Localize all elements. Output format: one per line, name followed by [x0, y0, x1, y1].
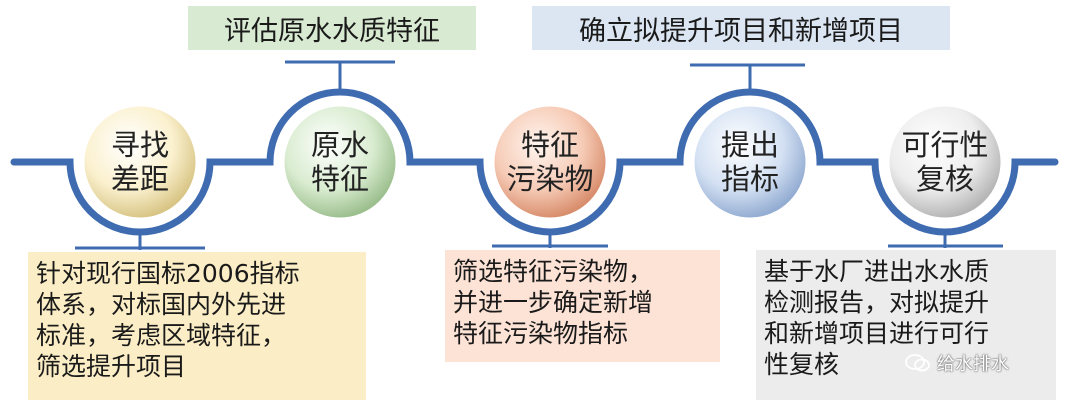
- top-label-items: 确立拟提升项目和新增项目: [532, 6, 950, 50]
- note-feasibility: 基于水厂进出水水质 检测报告，对拟提升 和新增项目进行可行 性复核: [756, 250, 1056, 400]
- stage-3-text: 特征 污染物: [495, 128, 605, 196]
- stage-circle-5: [886, 103, 1004, 221]
- note-feasibility-line2: 检测报告，对拟提升: [764, 288, 990, 317]
- note-feasibility-line4: 性复核: [764, 350, 840, 379]
- note-gap-line4: 筛选提升项目: [36, 352, 187, 381]
- stage-4-line1: 提出: [720, 128, 779, 162]
- stage-2-line2: 特征: [310, 162, 369, 196]
- note-pollutants-line1: 筛选特征污染物，: [453, 257, 654, 286]
- stage-5-line2: 复核: [915, 162, 974, 196]
- stage-1-text: 寻找 差距: [85, 128, 195, 196]
- watermark: 给水排水: [905, 350, 1009, 376]
- note-gap-line2: 体系，对标国内外先进: [36, 290, 287, 319]
- stage-1-line1: 寻找: [110, 128, 169, 162]
- stage-2-line1: 原水: [310, 128, 369, 162]
- note-feasibility-line1: 基于水厂进出水水质: [764, 257, 990, 286]
- stage-5-line1: 可行性: [901, 128, 989, 162]
- note-pollutants: 筛选特征污染物， 并进一步确定新增 特征污染物指标: [445, 250, 720, 362]
- stage-circle-1: [81, 103, 199, 221]
- note-pollutants-line2: 并进一步确定新增: [453, 288, 654, 317]
- stage-circle-4: [691, 103, 809, 221]
- stage-4-text: 提出 指标: [695, 128, 805, 196]
- top-label-raw-water: 评估原水水质特征: [188, 6, 476, 50]
- stage-1-line2: 差距: [110, 162, 169, 196]
- note-gap-line1: 针对现行国标2006指标: [36, 259, 300, 288]
- stage-circle-2: [281, 103, 399, 221]
- stage-2-text: 原水 特征: [285, 128, 395, 196]
- note-gap: 针对现行国标2006指标 体系，对标国内外先进 标准，考虑区域特征， 筛选提升项…: [28, 252, 366, 400]
- note-gap-line3: 标准，考虑区域特征，: [36, 321, 287, 350]
- note-feasibility-line3: 和新增项目进行可行: [764, 319, 990, 348]
- stage-circle-3: [491, 103, 609, 221]
- note-pollutants-line3: 特征污染物指标: [453, 319, 629, 348]
- stage-3-line1: 特征: [520, 128, 579, 162]
- stage-5-text: 可行性 复核: [890, 128, 1000, 196]
- stage-4-line2: 指标: [720, 162, 779, 196]
- wechat-icon: [905, 354, 930, 372]
- stage-3-line2: 污染物: [506, 162, 594, 196]
- watermark-text: 给水排水: [937, 354, 1009, 375]
